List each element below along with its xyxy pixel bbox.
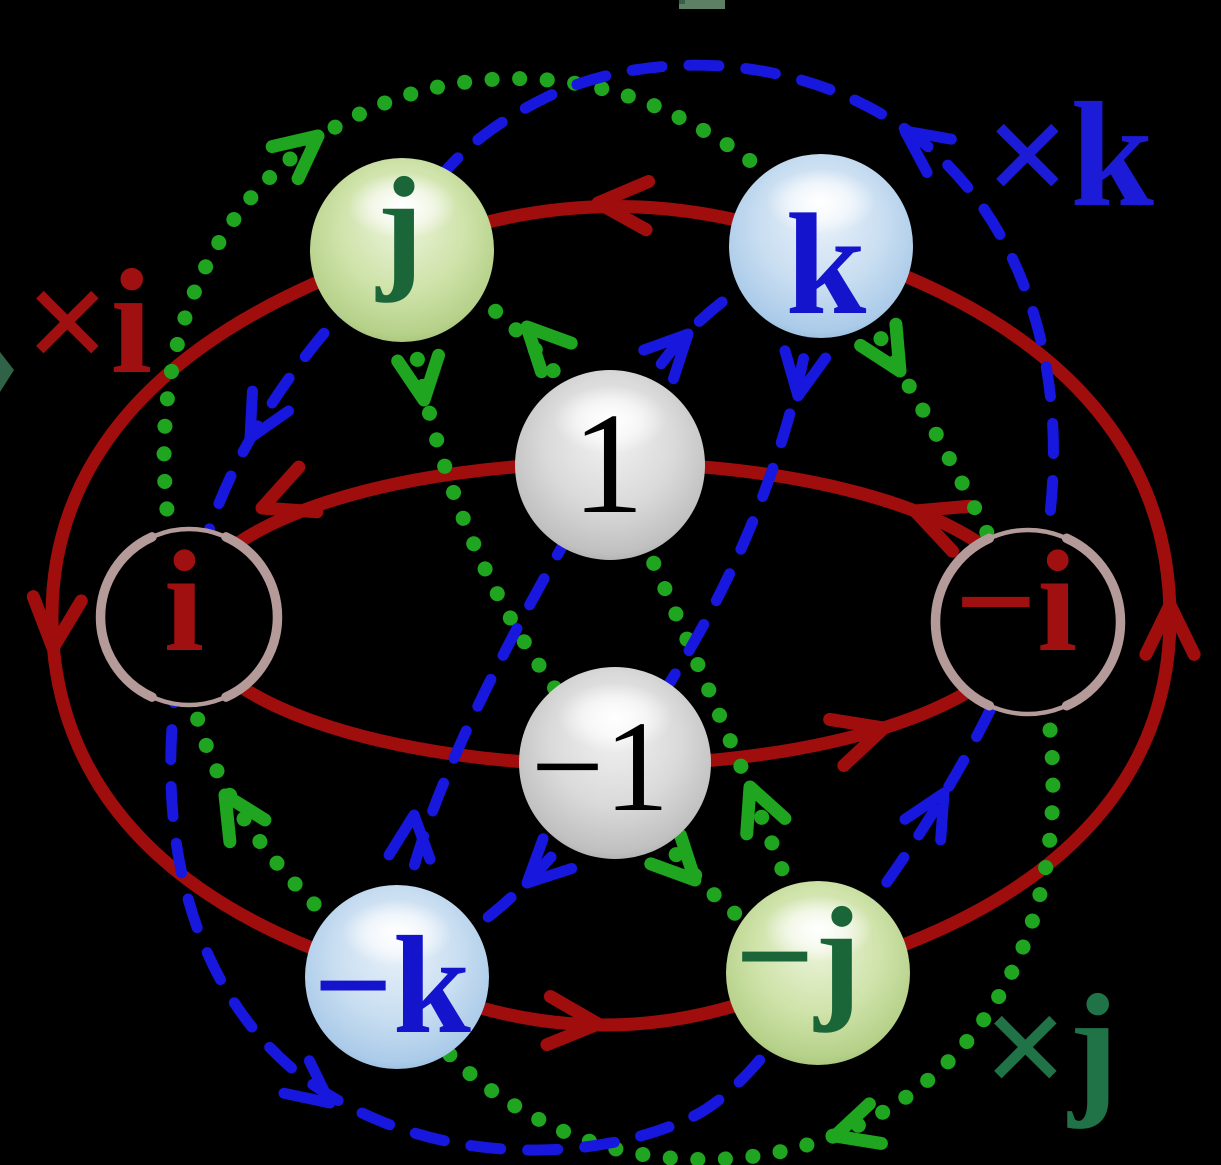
node-ring-left-crescent: [930, 533, 995, 711]
sphere-highlight: [557, 682, 673, 752]
node-label-k: k: [786, 185, 867, 345]
arrowhead-times-j: [218, 788, 272, 849]
edge-negi-to-negk-outer: [389, 614, 1061, 1165]
node-label-j: j: [375, 149, 424, 304]
arrowhead-times-i: [908, 499, 977, 558]
arrowhead-times-i: [26, 590, 88, 655]
cropped-fragment-top-tab: [679, 0, 685, 4]
arrowhead-times-j: [644, 828, 702, 887]
node-label-i: i: [164, 522, 204, 682]
node-minus-k: −k: [305, 885, 489, 1069]
cropped-fragment-top: [679, 0, 725, 9]
node-label-minus-one: −1: [531, 695, 669, 839]
sphere-highlight: [553, 385, 667, 454]
arrowhead-times-j: [391, 348, 445, 407]
arrowhead-times-i: [823, 712, 891, 772]
arrowhead-times-i: [591, 175, 656, 237]
node-minus-j: −j: [726, 879, 910, 1065]
node-k: k: [729, 154, 913, 345]
sphere-highlight: [346, 172, 458, 239]
arrowhead-times-k: [899, 787, 950, 846]
label-times-i: ×i: [25, 239, 152, 405]
node-label-minus-j: −j: [735, 879, 861, 1034]
sphere-highlight: [341, 899, 453, 966]
edge-j-to-negk-outer: [45, 243, 409, 984]
arrowhead-times-i: [255, 460, 324, 519]
node-one: 1: [515, 370, 705, 560]
node-minus-one: −1: [519, 667, 711, 859]
arrowhead-times-k: [638, 328, 694, 385]
edge-negi-to-j-outer: [396, 59, 1059, 628]
arrowhead-times-j: [828, 1097, 888, 1150]
arrowhead-times-j: [854, 317, 907, 378]
node-label-one: 1: [572, 384, 645, 544]
label-times-k: ×k: [985, 72, 1154, 238]
arrowhead-times-k: [899, 125, 957, 178]
node-i: i: [95, 522, 283, 708]
arrowhead-times-j: [520, 320, 578, 379]
edge-i-to-k-outer: [156, 71, 829, 625]
arrowhead-times-j: [740, 780, 792, 841]
arrowhead-times-k: [779, 345, 832, 402]
edges-times-j: [156, 71, 1061, 1165]
arrowhead-times-i: [540, 990, 605, 1052]
edge-i-to-negj-outer: [165, 611, 824, 1156]
cropped-fragment-left: [0, 352, 14, 392]
node-ring-right-crescent: [221, 532, 283, 702]
sphere-highlight: [765, 168, 877, 235]
node-minus-i: −i: [930, 522, 1126, 717]
arrowhead-times-k: [383, 809, 436, 865]
node-j: j: [310, 149, 494, 342]
node-label-minus-i: −i: [955, 522, 1078, 682]
sphere-highlight: [762, 895, 874, 962]
node-ring-right-crescent: [1061, 533, 1126, 711]
arrowhead-times-j: [265, 129, 325, 186]
edges-times-k: [165, 59, 1059, 1156]
node-label-minus-k: −k: [313, 908, 471, 1063]
node-ring-left-crescent: [95, 532, 157, 702]
label-times-j: ×j: [983, 964, 1118, 1130]
arrowhead-times-i: [1139, 598, 1201, 661]
arrowhead-times-k: [521, 833, 578, 889]
arrowhead-times-k: [278, 1055, 336, 1109]
arrowhead-times-k: [244, 385, 294, 444]
